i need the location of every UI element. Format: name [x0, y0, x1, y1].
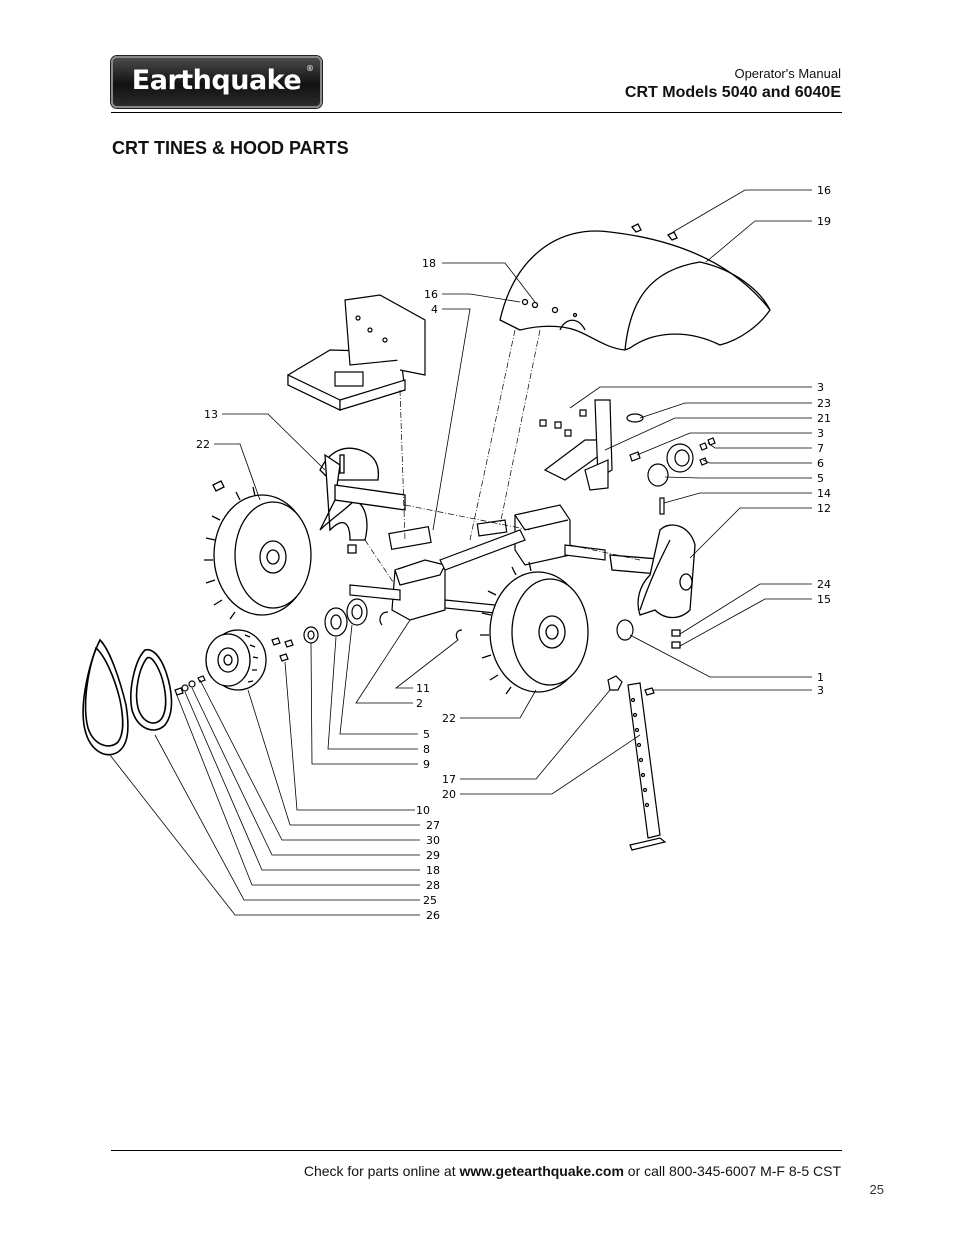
footer-divider — [111, 1150, 842, 1151]
left-wheel — [204, 480, 312, 620]
callout-29: 29 — [426, 849, 440, 862]
section-title: CRT TINES & HOOD PARTS — [112, 138, 349, 158]
left-tine — [319, 447, 406, 554]
callout-11: 11 — [416, 682, 430, 695]
callout-30: 30 — [426, 834, 440, 847]
callout-numbers: 16 19 18 16 4 3 23 21 3 7 6 5 14 12 13 2… — [196, 184, 831, 922]
callout-9: 9 — [423, 758, 430, 771]
callout-13: 13 — [204, 408, 218, 421]
gearbox-shaft — [349, 504, 606, 621]
callout-5-right: 5 — [817, 472, 824, 485]
callout-3-c: 3 — [817, 684, 824, 697]
footer-prefix: Check for parts online at — [303, 1163, 460, 1179]
callout-22-bottom: 22 — [442, 712, 456, 725]
belts — [82, 638, 173, 756]
callout-3-b: 3 — [817, 427, 824, 440]
callout-22-left: 22 — [196, 438, 210, 451]
header-divider — [111, 112, 842, 113]
manual-subtitle: Operator's Manual — [734, 66, 841, 81]
callout-19: 19 — [817, 215, 831, 228]
logo-registered-mark: ® — [306, 64, 314, 73]
callout-18-lower: 18 — [426, 864, 440, 877]
washers — [174, 598, 655, 696]
callout-8: 8 — [423, 743, 430, 756]
callout-26: 26 — [426, 909, 440, 922]
callout-23: 23 — [817, 397, 831, 410]
callout-1: 1 — [817, 671, 824, 684]
assembly-lines — [364, 329, 641, 586]
callout-12: 12 — [817, 502, 831, 515]
earthquake-logo: Earthquake ® — [111, 56, 322, 108]
callout-6: 6 — [817, 457, 824, 470]
pulley — [205, 629, 267, 691]
callout-16-top: 16 — [817, 184, 831, 197]
leader-lines — [109, 189, 812, 916]
callout-17: 17 — [442, 773, 456, 786]
callout-2: 2 — [416, 697, 423, 710]
right-wheel — [480, 561, 589, 695]
callout-10: 10 — [416, 804, 430, 817]
footer-suffix: or call 800-345-6007 M-F 8-5 CST — [623, 1163, 841, 1179]
callout-25: 25 — [423, 894, 437, 907]
callout-20: 20 — [442, 788, 456, 801]
callout-3-a: 3 — [817, 381, 824, 394]
callout-14: 14 — [817, 487, 831, 500]
callout-7: 7 — [817, 442, 824, 455]
footer-text: Check for parts online at www.getearthqu… — [304, 1163, 841, 1179]
callout-18-upper: 18 — [422, 257, 436, 270]
callout-21: 21 — [817, 412, 831, 425]
drag-bar — [627, 682, 667, 851]
hood — [499, 223, 771, 351]
logo-text: Earthquake — [131, 65, 302, 96]
footer-url-link[interactable]: www.getearthquake.com — [459, 1163, 624, 1179]
callout-27: 27 — [426, 819, 440, 832]
callout-28: 28 — [426, 879, 440, 892]
right-tine — [609, 524, 696, 649]
right-bracket — [539, 399, 716, 515]
callout-15: 15 — [817, 593, 831, 606]
manual-title: CRT Models 5040 and 6040E — [624, 84, 841, 101]
callout-24: 24 — [817, 578, 831, 591]
frame-bracket — [287, 294, 426, 411]
callout-4: 4 — [431, 303, 438, 316]
page-number: 25 — [869, 1182, 884, 1197]
callout-16-mid: 16 — [424, 288, 438, 301]
callout-5-lower: 5 — [423, 728, 430, 741]
